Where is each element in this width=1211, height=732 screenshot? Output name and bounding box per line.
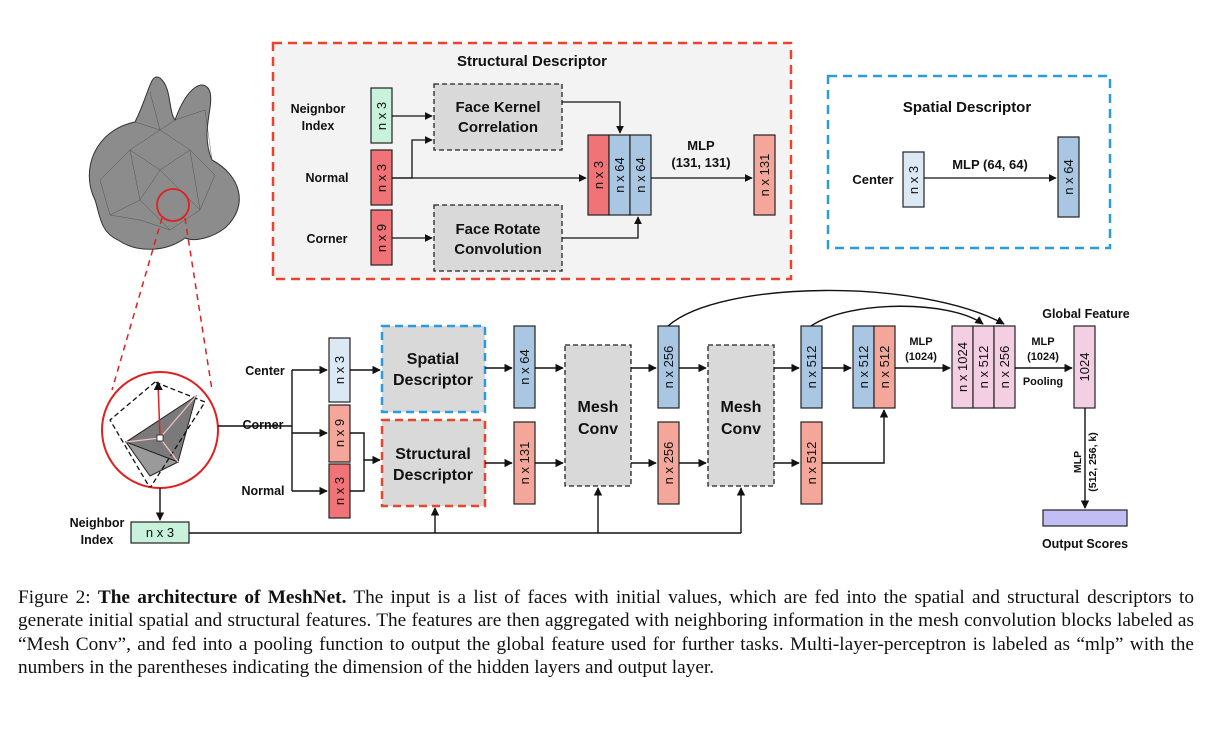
structural-descriptor-panel: Structural Descriptor Neignbor Index Nor… <box>271 41 793 281</box>
mlp1-label-2: (1024) <box>905 351 937 363</box>
mesh-conv-2-label-2: Conv <box>721 421 761 438</box>
sp-output-block <box>753 134 776 216</box>
main-center-label: Center <box>245 364 285 378</box>
main-neighbor-dim: n x 3 <box>146 525 174 540</box>
sp-normal-dim: n x 3 <box>374 164 389 192</box>
face-kernel-label-1: Face Kernel <box>455 99 540 116</box>
meshnet-architecture-diagram: Structural Descriptor Neignbor Index Nor… <box>70 41 1130 551</box>
main-normal-dim: n x 3 <box>332 477 347 505</box>
main-structural-label-1: Structural <box>395 446 471 463</box>
sp-concat-dim-2: n x 64 <box>612 157 627 192</box>
face-zoom-circle <box>101 371 219 489</box>
neighbor-face-outline <box>109 381 206 488</box>
bunny-body <box>88 76 240 250</box>
main-neighbor-label-1: Neighbor <box>70 516 125 530</box>
main-spatial-label-2: Descriptor <box>393 372 473 389</box>
face-rotate-convolution-box <box>433 204 563 272</box>
mesh-conv-1-box <box>564 344 632 487</box>
zoom-dashed-lines <box>111 217 213 391</box>
sp-mlp-label-1: MLP <box>687 138 715 153</box>
caption-text: The input is a list of faces with initia… <box>18 587 1195 679</box>
main-pipeline: Center Corner Normal Neighbor Index n x … <box>70 289 1130 551</box>
caption-bold-title: The architecture of MeshNet. <box>97 587 347 608</box>
mlp2-label-2: (1024) <box>1027 351 1059 363</box>
main-spatial-label-1: Spatial <box>407 351 459 368</box>
main-neighbor-label-2: Index <box>81 533 114 547</box>
sp-corner-dim: n x 9 <box>374 224 389 252</box>
concat5-block-3 <box>993 325 1016 409</box>
main-center-dim: n x 3 <box>332 356 347 384</box>
concat4-block-2 <box>873 325 896 409</box>
output-scores-label: Output Scores <box>1042 537 1128 551</box>
main-corner-label: Corner <box>243 418 284 432</box>
spatial-panel-input-block <box>902 151 925 208</box>
mesh-neighbor-face <box>124 440 180 477</box>
mlp1-label-1: MLP <box>909 336 932 348</box>
feat1-bottom-dim: n x 131 <box>517 442 532 485</box>
main-spatial-descriptor-box <box>380 324 487 414</box>
sp-concat-block-3 <box>629 134 652 216</box>
concat4-dim-1: n x 512 <box>856 346 871 389</box>
face-rotate-label-1: Face Rotate <box>455 221 540 238</box>
sp-corner-label: Corner <box>307 232 348 246</box>
spatial-panel-title: Spatial Descriptor <box>903 99 1032 116</box>
feat2-top-dim: n x 256 <box>661 346 676 389</box>
main-corner-dim: n x 9 <box>332 419 347 447</box>
global-feature-label: Global Feature <box>1042 307 1130 321</box>
main-structural-descriptor-box <box>380 418 487 508</box>
caption-prefix: Figure 2: <box>18 587 98 608</box>
sp-concat-dim-3: n x 64 <box>633 157 648 192</box>
feat1-top-block <box>513 325 536 409</box>
structural-panel-arrows <box>392 101 753 242</box>
bunny-mesh-illustration <box>88 76 240 250</box>
normal-arrow <box>153 381 163 439</box>
main-normal-label: Normal <box>241 484 284 498</box>
feat1-top-dim: n x 64 <box>517 349 532 384</box>
main-structural-label-2: Descriptor <box>393 467 473 484</box>
mlp3-label-1: MLP <box>1072 451 1084 473</box>
pipeline-arrows <box>155 289 1090 534</box>
concat5-dim-1: n x 1024 <box>955 342 970 392</box>
mesh-conv-2-box <box>707 344 775 487</box>
face-kernel-correlation-box <box>433 83 563 151</box>
spatial-descriptor-panel: Spatial Descriptor Center n x 3 MLP (64,… <box>826 74 1112 250</box>
structural-panel-title: Structural Descriptor <box>457 53 607 70</box>
mlp2-label-3: Pooling <box>1023 376 1063 388</box>
sp-neighbor-label-2: Index <box>302 119 335 133</box>
sp-neighbor-dim: n x 3 <box>374 102 389 130</box>
mesh-conv-2-label-1: Mesh <box>721 399 762 416</box>
concat4-dim-2: n x 512 <box>877 346 892 389</box>
spatial-panel-output-dim: n x 64 <box>1061 159 1076 194</box>
mlp3-label-2: (512, 256, k) <box>1087 432 1099 492</box>
center-point <box>156 434 164 442</box>
output-scores-block <box>1042 509 1128 527</box>
spatial-panel-input-dim: n x 3 <box>906 166 921 194</box>
corner-vector-3 <box>159 437 179 463</box>
bunny-zoom-marker <box>156 188 190 222</box>
corner-vector-2 <box>159 395 197 439</box>
feat2-bottom-dim: n x 256 <box>661 442 676 485</box>
mlp2-label-1: MLP <box>1031 336 1054 348</box>
sp-normal-label: Normal <box>305 171 348 185</box>
concat5-dim-3: n x 256 <box>997 346 1012 389</box>
figure-caption: Figure 2: The architecture of MeshNet. T… <box>18 586 1194 680</box>
face-rotate-label-2: Convolution <box>454 241 541 258</box>
mesh-conv-1-label-2: Conv <box>578 421 618 438</box>
face-kernel-label-2: Correlation <box>458 119 538 136</box>
spatial-panel-output-block <box>1057 136 1080 218</box>
spatial-panel-mlp: MLP (64, 64) <box>952 157 1028 172</box>
feat3-top-dim: n x 512 <box>804 346 819 389</box>
corner-vector-1 <box>125 437 161 443</box>
sp-concat-dim-1: n x 3 <box>591 161 606 189</box>
feat3-bottom-dim: n x 512 <box>804 442 819 485</box>
concat5-dim-2: n x 512 <box>976 346 991 389</box>
mesh-conv-1-label-1: Mesh <box>578 399 619 416</box>
sp-mlp-label-2: (131, 131) <box>671 155 730 170</box>
spatial-panel-center-label: Center <box>852 172 893 187</box>
sp-output-dim: n x 131 <box>757 154 772 197</box>
sp-neighbor-label-1: Neignbor <box>291 102 346 116</box>
global-feature-dim: 1024 <box>1077 353 1092 382</box>
